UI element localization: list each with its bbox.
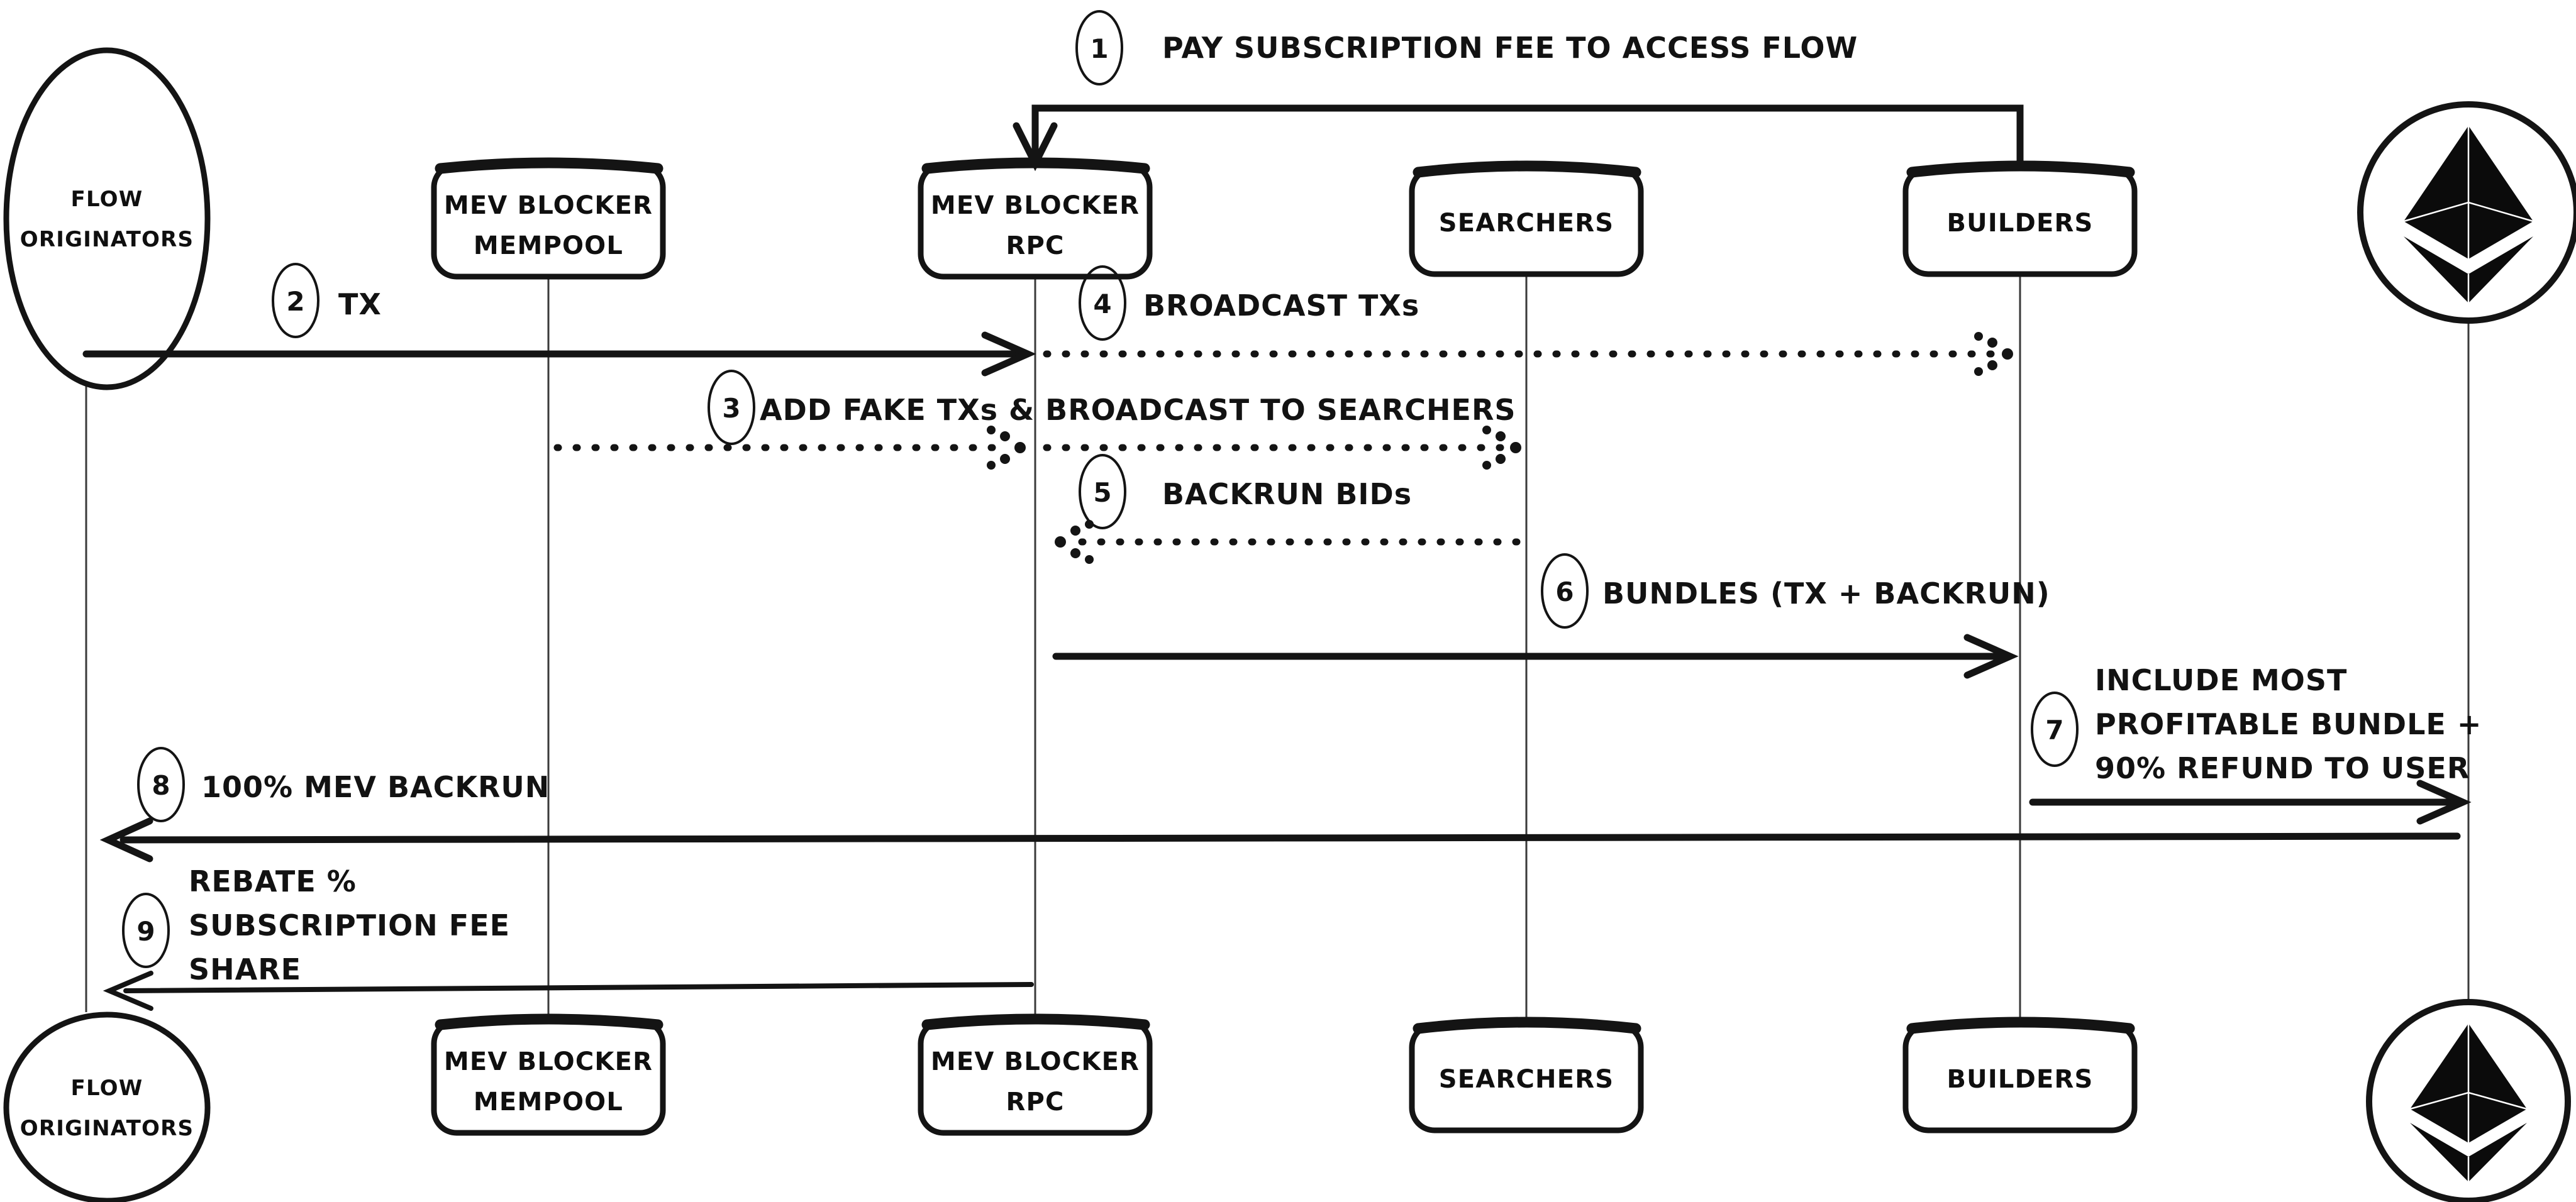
message-3-label: ADD FAKE TXs & BROADCAST TO SEARCHERS (760, 393, 1516, 427)
actor-mev-blocker-mempool-top[interactable]: MEV BLOCKER MEMPOOL (431, 157, 666, 280)
actor-label-line1: MEV BLOCKER (931, 1047, 1140, 1076)
step-number-4: 4 (1093, 289, 1111, 319)
step-badge-4 (1079, 265, 1126, 341)
step-number-2: 2 (286, 286, 304, 317)
step-badge-6 (1541, 553, 1589, 629)
step-badge-5 (1079, 454, 1126, 529)
ethereum-icon (2403, 126, 2534, 303)
actor-flow-originators-top[interactable]: FLOW ORIGINATORS (3, 47, 211, 390)
actor-mev-blocker-rpc-top[interactable]: MEV BLOCKER RPC (918, 157, 1153, 280)
message-7-label-line2: PROFITABLE BUNDLE + (2095, 707, 2482, 741)
actor-searchers-top[interactable]: SEARCHERS (1409, 160, 1644, 277)
message-5-backrun-bids[interactable]: 5 BACKRUN BIDs (1055, 454, 1521, 564)
ethereum-icon (2409, 1023, 2528, 1182)
message-5-arrowhead (1055, 520, 1094, 564)
mempool-box-top-stroke (435, 1013, 663, 1030)
actor-label-line1: SEARCHERS (1439, 209, 1614, 238)
step-badge-8 (137, 747, 185, 822)
step-badge-7 (2031, 692, 2079, 767)
message-7-label-line3: 90% REFUND TO USER (2095, 751, 2470, 785)
actor-mev-blocker-mempool-bottom[interactable]: MEV BLOCKER MEMPOOL (431, 1013, 666, 1136)
step-badge-2 (272, 263, 319, 338)
actor-builders-bottom[interactable]: BUILDERS (1902, 1017, 2138, 1133)
lifelines (85, 226, 2470, 1025)
step-badge-9 (122, 893, 170, 968)
actor-label-line2: ORIGINATORS (20, 227, 194, 252)
actor-label-line1: FLOW (71, 187, 143, 212)
message-8-line (119, 832, 2461, 844)
message-7-include-most-profitable-bundle[interactable]: 7 INCLUDE MOST PROFITABLE BUNDLE + 90% R… (2029, 663, 2482, 825)
message-9-label-line1: REBATE % (189, 864, 357, 898)
actor-flow-originators-bottom[interactable]: FLOW ORIGINATORS (3, 1012, 211, 1202)
actor-label-line2: ORIGINATORS (20, 1116, 194, 1141)
message-9-rebate-subscription-fee-share[interactable]: 9 REBATE % SUBSCRIPTION FEE SHARE (103, 864, 1034, 1011)
message-3-add-fake-txs[interactable]: 3 ADD FAKE TXs & BROADCAST TO SEARCHERS (553, 370, 1521, 470)
message-2-tx[interactable]: 2 TX (82, 263, 1036, 377)
step-number-5: 5 (1093, 477, 1111, 508)
step-number-9: 9 (136, 916, 155, 947)
message-3-arrowhead-right (1482, 426, 1521, 470)
message-9-label-line3: SHARE (189, 952, 301, 986)
actor-ethereum-top[interactable] (2357, 101, 2576, 324)
actor-mev-blocker-rpc-bottom[interactable]: MEV BLOCKER RPC (918, 1013, 1153, 1136)
actor-label-line1: MEV BLOCKER (444, 191, 653, 220)
step-number-1: 1 (1090, 33, 1108, 64)
message-1-line (1031, 104, 2024, 166)
message-4-broadcast-txs[interactable]: 4 BROADCAST TXs (1043, 265, 2013, 376)
searchers-box-top-stroke (1413, 1017, 1641, 1034)
step-number-8: 8 (152, 770, 170, 801)
message-9-arrowhead (103, 971, 153, 1011)
searchers-box-top-stroke (1413, 160, 1641, 178)
actor-label-line2: RPC (1006, 1088, 1064, 1117)
actor-label-line1: MEV BLOCKER (931, 191, 1140, 220)
message-9-label-line2: SUBSCRIPTION FEE (189, 908, 510, 942)
step-number-3: 3 (722, 393, 740, 424)
actor-label-line1: FLOW (71, 1076, 143, 1101)
message-1-pay-subscription-fee[interactable]: 1 PAY SUBSCRIPTION FEE TO ACCESS FLOW (1013, 10, 2024, 172)
actor-label-line1: MEV BLOCKER (444, 1047, 653, 1076)
step-badge-3 (708, 370, 755, 445)
actor-builders-top[interactable]: BUILDERS (1902, 160, 2138, 277)
message-9-line (123, 982, 1034, 993)
actor-ethereum-bottom[interactable] (2366, 999, 2571, 1202)
message-6-bundles[interactable]: 6 BUNDLES (TX + BACKRUN) (1052, 553, 2050, 679)
message-6-label: BUNDLES (TX + BACKRUN) (1602, 576, 2050, 610)
rpc-box-top-stroke (921, 1013, 1150, 1030)
actor-label-line2: MEMPOOL (474, 231, 623, 260)
message-4-label: BROADCAST TXs (1143, 289, 1419, 323)
message-2-arrowhead (981, 331, 1036, 377)
step-number-7: 7 (2045, 715, 2063, 746)
flow-originators-ellipse (3, 1012, 211, 1202)
actor-label-line2: RPC (1006, 231, 1064, 260)
message-3-arrowhead-left (987, 426, 1026, 470)
builders-box-top-stroke (1906, 1017, 2135, 1034)
actor-label-line1: SEARCHERS (1439, 1065, 1614, 1094)
message-1-label: PAY SUBSCRIPTION FEE TO ACCESS FLOW (1162, 31, 1858, 65)
message-8-mev-backrun[interactable]: 8 100% MEV BACKRUN (99, 747, 2461, 863)
mempool-box-top-stroke (435, 157, 663, 174)
actor-searchers-bottom[interactable]: SEARCHERS (1409, 1017, 1644, 1133)
builders-box-top-stroke (1906, 160, 2135, 178)
actor-label-line1: BUILDERS (1946, 1065, 2093, 1094)
actor-label-line1: BUILDERS (1946, 209, 2093, 238)
message-7-arrowhead (2416, 780, 2472, 825)
message-1-arrowhead (1013, 122, 1058, 172)
step-badge-1 (1075, 10, 1123, 85)
message-7-label-line1: INCLUDE MOST (2095, 663, 2347, 697)
step-number-6: 6 (1555, 576, 1574, 607)
message-8-arrowhead (99, 817, 153, 863)
flow-originators-ellipse (3, 47, 211, 390)
actor-label-line2: MEMPOOL (474, 1088, 623, 1117)
message-8-label: 100% MEV BACKRUN (201, 770, 550, 804)
message-6-arrowhead (1963, 634, 2019, 679)
message-4-arrowhead (1974, 332, 2013, 376)
message-5-label: BACKRUN BIDs (1162, 477, 1412, 511)
message-2-label: TX (338, 287, 382, 321)
